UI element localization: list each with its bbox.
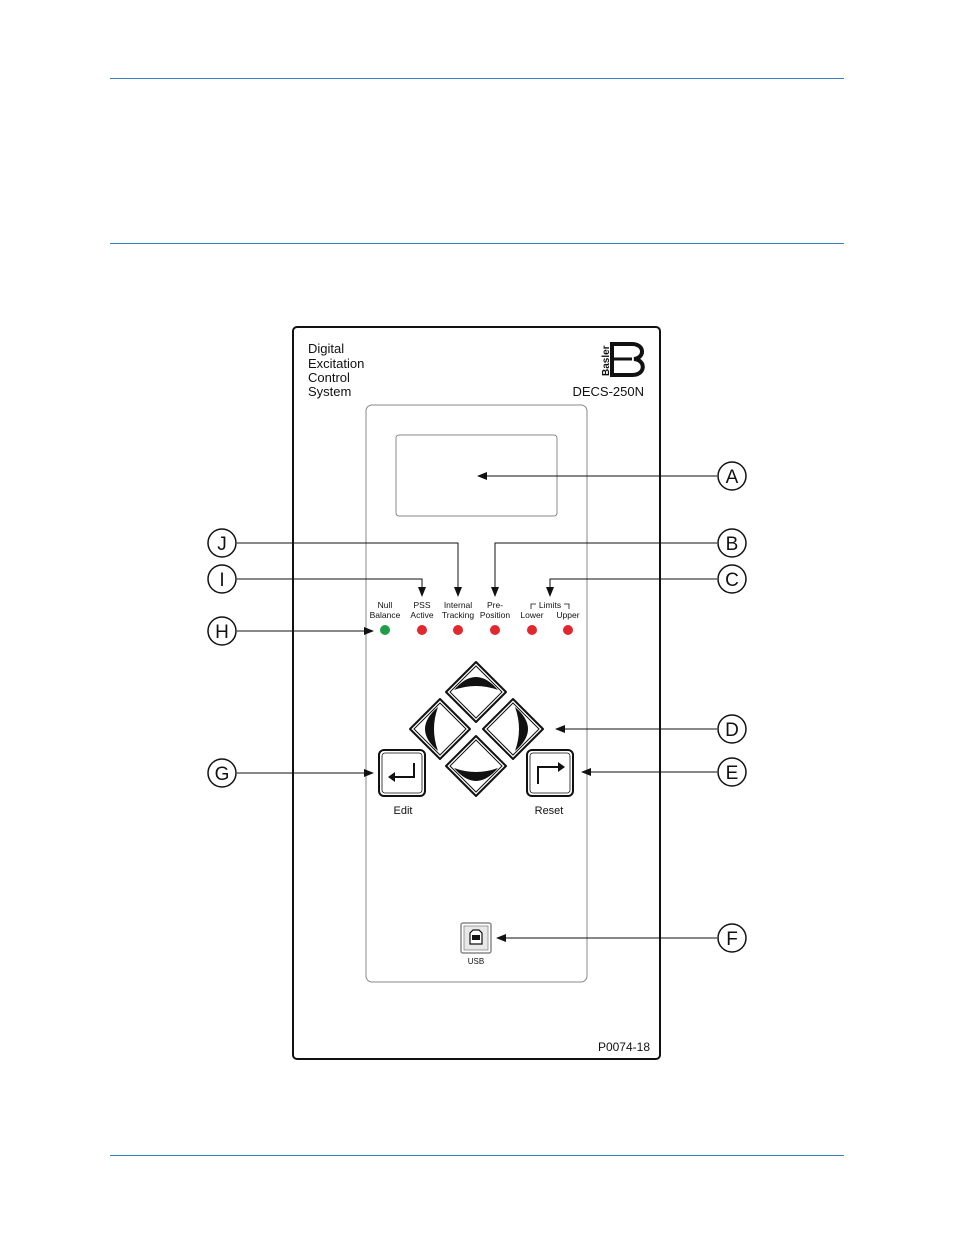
header-rule-bottom [110,243,844,244]
led-lower-limit [527,625,537,635]
led-label-lower: Lower [520,610,543,620]
led-label-tracking: Tracking [442,610,475,620]
panel-title-line-4: System [308,384,351,399]
panel-title-line-2: Excitation [308,356,364,371]
edit-button-label: Edit [394,805,413,817]
down-arrow-button[interactable] [445,735,507,797]
reset-button-label: Reset [535,805,564,817]
left-arrow-icon [425,707,438,751]
svg-text:E: E [726,763,739,784]
callout-f: F [717,923,747,953]
svg-text:I: I [219,570,224,591]
limits-bracket [530,603,570,609]
down-arrow-icon [454,768,498,781]
callout-d: D [717,714,747,744]
svg-text:G: G [215,764,230,785]
callout-a: A [717,461,747,491]
callout-i: I [207,564,237,594]
panel-title-line-3: Control [308,370,350,385]
right-arrow-button[interactable] [482,698,544,760]
enter-icon [392,763,415,778]
led-label-null: Null [378,600,393,610]
leader-b [491,542,717,597]
led-label-pss: PSS [413,600,430,610]
basler-logo: Basler [601,342,645,377]
led-label-pre: Pre- [487,600,503,610]
led-label-active: Active [410,610,433,620]
up-arrow-button[interactable] [445,661,507,723]
callout-c: C [717,564,747,594]
svg-text:J: J [217,534,227,555]
right-arrow-icon [515,707,528,751]
svg-text:B: B [726,534,739,555]
led-label-position: Position [480,610,511,620]
leader-c [546,578,717,597]
footer-rule [110,1155,844,1156]
header-rule-top [110,78,844,79]
usb-port[interactable] [460,922,492,954]
reset-icon [537,766,560,784]
svg-text:D: D [725,720,739,741]
callout-b: B [717,528,747,558]
leader-i [237,578,426,597]
led-upper-limit [563,625,573,635]
svg-text:A: A [726,467,739,488]
edit-button[interactable] [378,749,426,797]
led-label-balance: Balance [370,610,401,620]
svg-text:Basler: Basler [601,345,612,376]
model-name: DECS-250N [572,384,644,399]
led-label-limits: Limits [539,600,561,610]
svg-text:C: C [725,570,739,591]
callout-h: H [207,616,237,646]
left-arrow-button[interactable] [409,698,471,760]
usb-label: USB [468,957,484,966]
callout-e: E [717,757,747,787]
led-null-balance [380,625,390,635]
inner-bezel [365,404,588,983]
led-pre-position [490,625,500,635]
svg-text:H: H [215,622,229,643]
led-pss-active [417,625,427,635]
callout-g: G [207,758,237,788]
led-internal-tracking [453,625,463,635]
up-arrow-icon [454,677,498,690]
led-label-upper: Upper [556,610,579,620]
reset-button[interactable] [526,749,574,797]
svg-text:F: F [726,929,738,950]
led-label-internal: Internal [444,600,472,610]
callout-j: J [207,528,237,558]
leader-j [237,542,462,597]
panel-title-line-1: Digital [308,341,344,356]
figure-id: P0074-18 [598,1040,650,1054]
